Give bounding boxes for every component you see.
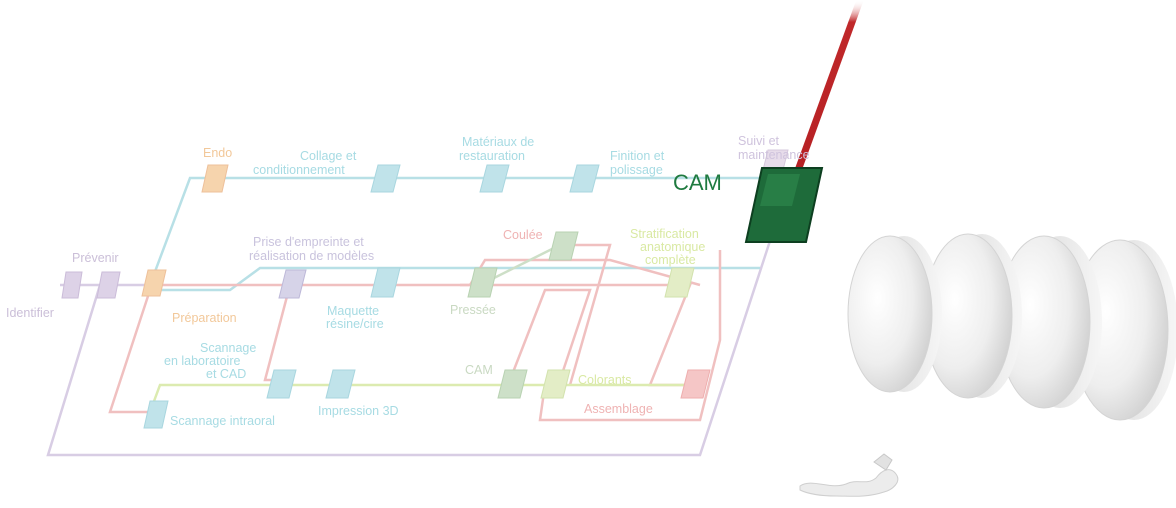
red-path-scan: [263, 284, 292, 382]
node-materiaux: [479, 164, 510, 193]
node-preparation: [141, 269, 167, 297]
node-colorants: [540, 369, 571, 399]
label-collage-1: Collage et: [300, 149, 357, 163]
label-coulee: Coulée: [503, 228, 543, 242]
label-pressee: Pressée: [450, 303, 496, 317]
label-cam-main: CAM: [673, 170, 722, 195]
label-endo: Endo: [203, 146, 232, 160]
cam-node-highlight: [760, 174, 800, 206]
label-suivi-2: maintenance: [738, 148, 810, 162]
node-stratification: [664, 267, 695, 298]
red-path-cam: [508, 288, 592, 381]
label-prevenir: Prévenir: [72, 251, 119, 265]
label-empreinte-1: Prise d'empreinte et: [253, 235, 364, 249]
lime-path: [148, 383, 690, 413]
label-impression-3d: Impression 3D: [318, 404, 399, 418]
node-pressee: [467, 267, 498, 298]
label-scannage-1: Scannage: [200, 341, 256, 355]
node-collage: [370, 164, 401, 193]
node-endo: [201, 164, 229, 193]
label-suivi-1: Suivi et: [738, 134, 780, 148]
label-finition-1: Finition et: [610, 149, 665, 163]
node-assemblage: [680, 369, 711, 399]
label-maquette-2: résine/cire: [326, 317, 384, 331]
node-finition: [569, 164, 600, 193]
node-scannage-lab: [266, 369, 297, 399]
node-impression: [325, 369, 356, 399]
red-path-prep: [160, 258, 701, 287]
purple-path: [46, 194, 787, 457]
zirconia-discs-image: [847, 233, 1176, 421]
node-empreinte: [278, 269, 307, 299]
label-collage-2: conditionnement: [253, 163, 345, 177]
cam-axes: [435, 0, 1120, 243]
node-cam-small: [497, 369, 528, 399]
label-identifier: Identifier: [6, 306, 54, 320]
label-maquette-1: Maquette: [327, 304, 379, 318]
node-maquette: [370, 267, 401, 298]
node-scannage-intraoral: [143, 400, 169, 429]
node-identifier: [61, 271, 83, 299]
label-scannage-intraoral: Scannage intraoral: [170, 414, 275, 428]
label-preparation: Préparation: [172, 311, 237, 325]
label-empreinte-2: réalisation de modèles: [249, 249, 374, 263]
label-finition-2: polissage: [610, 163, 663, 177]
red-path-assem: [538, 250, 722, 422]
connection-lines: [46, 176, 787, 457]
node-coulee: [548, 231, 579, 261]
label-colorants: Colorants: [578, 373, 632, 387]
dental-bridge-image: [799, 453, 899, 497]
label-strat-1: Stratification: [630, 227, 699, 241]
node-prevenir: [96, 271, 121, 299]
label-materiaux-1: Matériaux de: [462, 135, 534, 149]
label-strat-2: anatomique: [640, 240, 705, 254]
red-path-main: [108, 289, 152, 414]
label-materiaux-2: restauration: [459, 149, 525, 163]
label-scannage-3: et CAD: [206, 367, 246, 381]
nodes: [61, 149, 789, 429]
label-scannage-2: en laboratoire: [164, 354, 240, 368]
label-cam-small: CAM: [465, 363, 493, 377]
cyan-path-mid: [150, 266, 760, 292]
label-assemblage: Assemblage: [584, 402, 653, 416]
labels: Identifier Prévenir Endo Collage et cond…: [6, 134, 810, 428]
label-strat-3: complète: [645, 253, 696, 267]
